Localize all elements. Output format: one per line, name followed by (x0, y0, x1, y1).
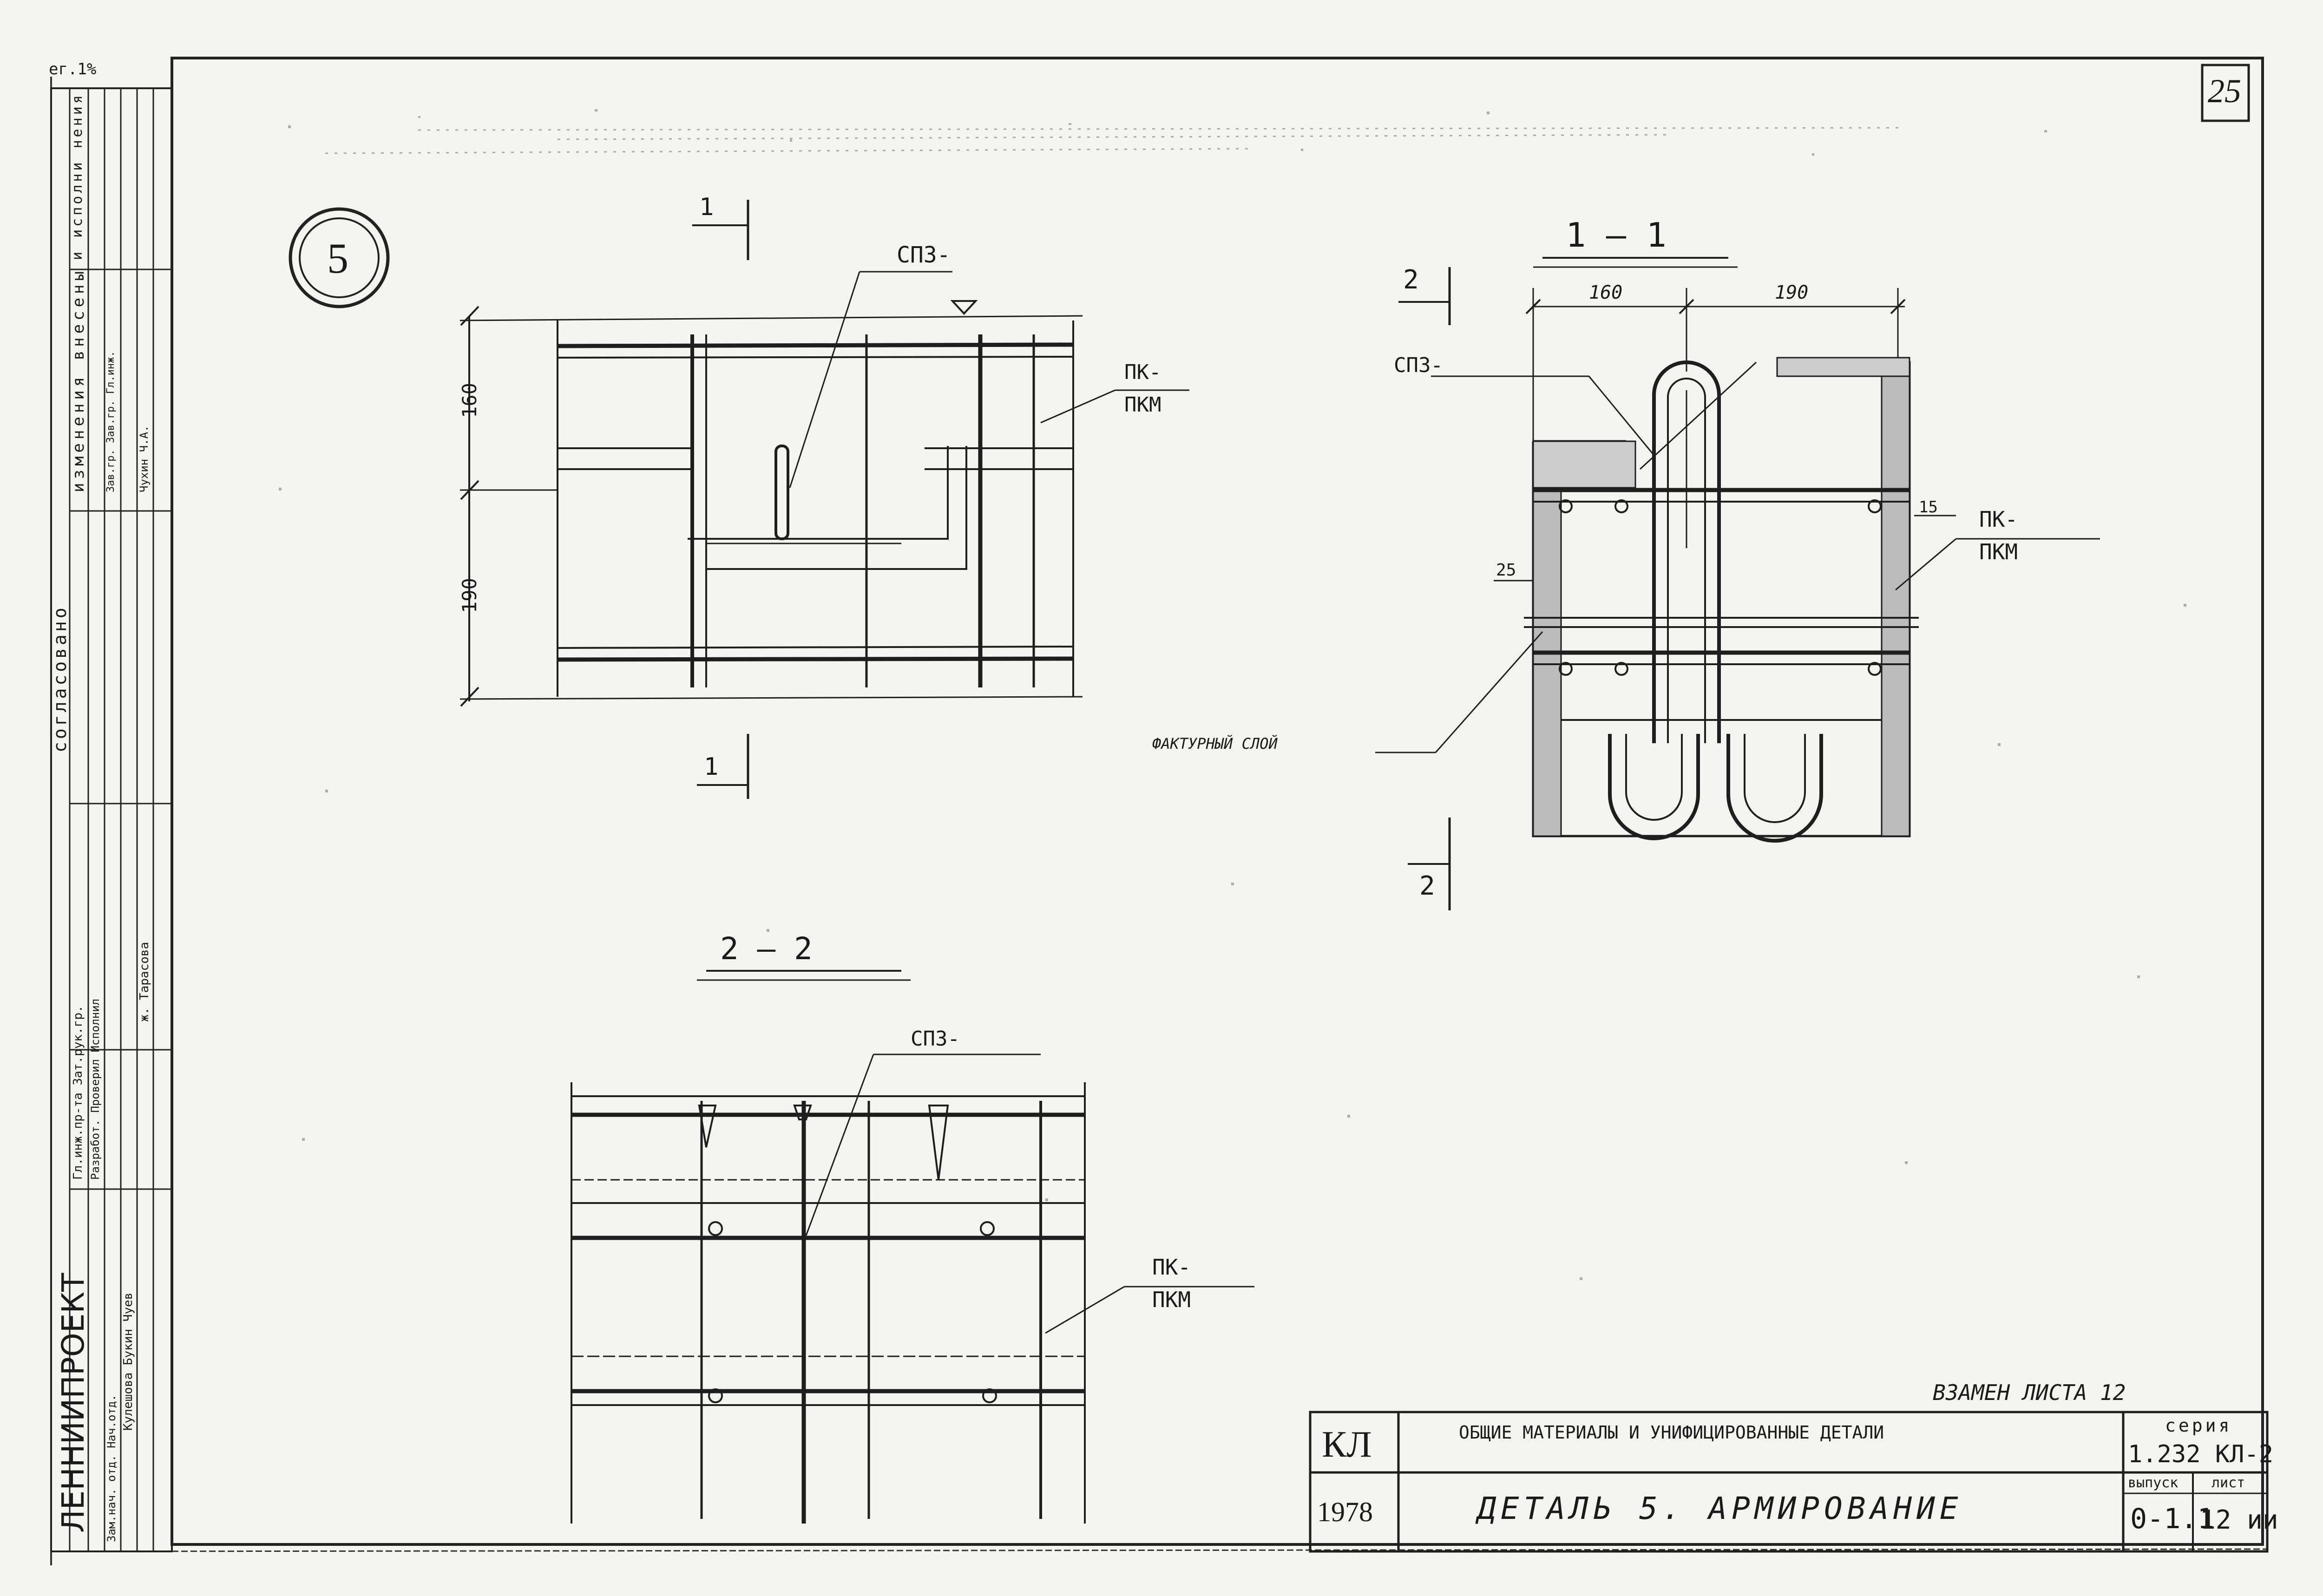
page-number: 25 (2208, 72, 2241, 110)
title-sheet-title: ДЕТАЛЬ 5. АРМИРОВАНИЕ (1477, 1491, 1963, 1526)
detail-number: 5 (327, 235, 348, 282)
stamp-agreed: согласовано (50, 605, 70, 752)
section-1-1-title: 1 — 1 (1566, 216, 1667, 255)
title-sheet-value: 12 ии (2200, 1505, 2278, 1535)
section-1-1-cover-25: 25 (1496, 561, 1516, 580)
page-number-box (2201, 64, 2250, 122)
left-stamp (50, 87, 173, 1552)
bottom-edge-line (51, 1548, 2268, 1552)
title-series-value: 1.232 КЛ-2 (2128, 1440, 2274, 1468)
title-sheet-label: лист (2211, 1475, 2245, 1491)
section-1-1-label-sp3: СПЗ- (1394, 353, 1443, 377)
title-block (1309, 1411, 2269, 1553)
stamp-col-4: Зам.нач. отд. Нач.отд. (105, 1394, 118, 1542)
plan-label-pk: ПК- (1124, 360, 1162, 384)
title-code: КЛ (1322, 1424, 1372, 1465)
section-1-1 (1375, 257, 2100, 910)
detail-circle-inner (299, 217, 380, 298)
section-1-1-label-facing: ФАКТУРНЫЙ СЛОЙ (1152, 735, 1278, 752)
section-1-1-cover-15: 15 (1919, 498, 1938, 517)
stamp-org: ЛЕННИИПРОЕКТ (55, 1273, 91, 1533)
stamp-col-2: Разработ. Проверил Исполнил (89, 998, 102, 1180)
section-1-1-dim-left: 160 (1589, 282, 1623, 303)
stamp-col-5: ж. Тарасова (138, 942, 151, 1022)
sheet-frame (171, 57, 2264, 1546)
plan-dim-top: 160 (458, 383, 481, 418)
title-series-label: серия (2165, 1415, 2232, 1436)
stamp-col-1: Гл.инж.пр-та Зат.рук.гр. (71, 1005, 85, 1180)
title-subject: ОБЩИЕ МАТЕРИАЛЫ И УНИФИЦИРОВАННЫЕ ДЕТАЛИ (1459, 1422, 1884, 1443)
title-replaces: ВЗАМЕН ЛИСТА 12 (1933, 1380, 2126, 1405)
title-year: 1978 (1317, 1497, 1373, 1527)
plan-cut-1-bottom: 1 (704, 753, 719, 781)
title-issue-label: выпуск (2128, 1475, 2179, 1491)
stamp-col-9: и исполни нения (69, 92, 85, 260)
corner-mark: ег.1% (49, 60, 97, 78)
plan-cut-1-top: 1 (699, 193, 714, 221)
section-2-2-label-pkm: ПКМ (1152, 1287, 1191, 1312)
section-1-1-dim-right: 190 (1775, 282, 1809, 303)
section-1-1-cut-2-bottom: 2 (1419, 871, 1435, 901)
scan-noise (279, 109, 2186, 1280)
section-2-2-title: 2 — 2 (720, 931, 813, 967)
plan-label-pkm: ПКМ (1124, 393, 1162, 417)
stamp-col-3: Кулешова Букин Чуев (121, 1292, 135, 1431)
plan-label-sp3: СПЗ- (897, 242, 951, 268)
section-2-2-label-pk: ПК- (1152, 1255, 1191, 1280)
section-2-2-label-sp: СП3- (911, 1027, 960, 1051)
plan-dim-bottom: 190 (458, 578, 481, 613)
section-1-1-cut-2-top: 2 (1403, 265, 1419, 295)
detail-circle-outer (289, 207, 390, 308)
stamp-col-8: Чухин Ч.А. (138, 425, 151, 493)
plan-view (459, 200, 1189, 799)
stamp-col-7: Зав.гр. Зав.гр. Гл.инж. (105, 351, 117, 492)
stamp-col-6: изменения внесены (69, 268, 88, 492)
section-1-1-label-pk: ПК- (1979, 507, 2018, 532)
section-1-1-label-pkm: ПКМ (1979, 539, 2018, 564)
section-2-2 (571, 970, 1254, 1524)
scan-noise-dashes (325, 127, 1905, 154)
title-issue-value: 0-1.1 (2130, 1503, 2214, 1535)
